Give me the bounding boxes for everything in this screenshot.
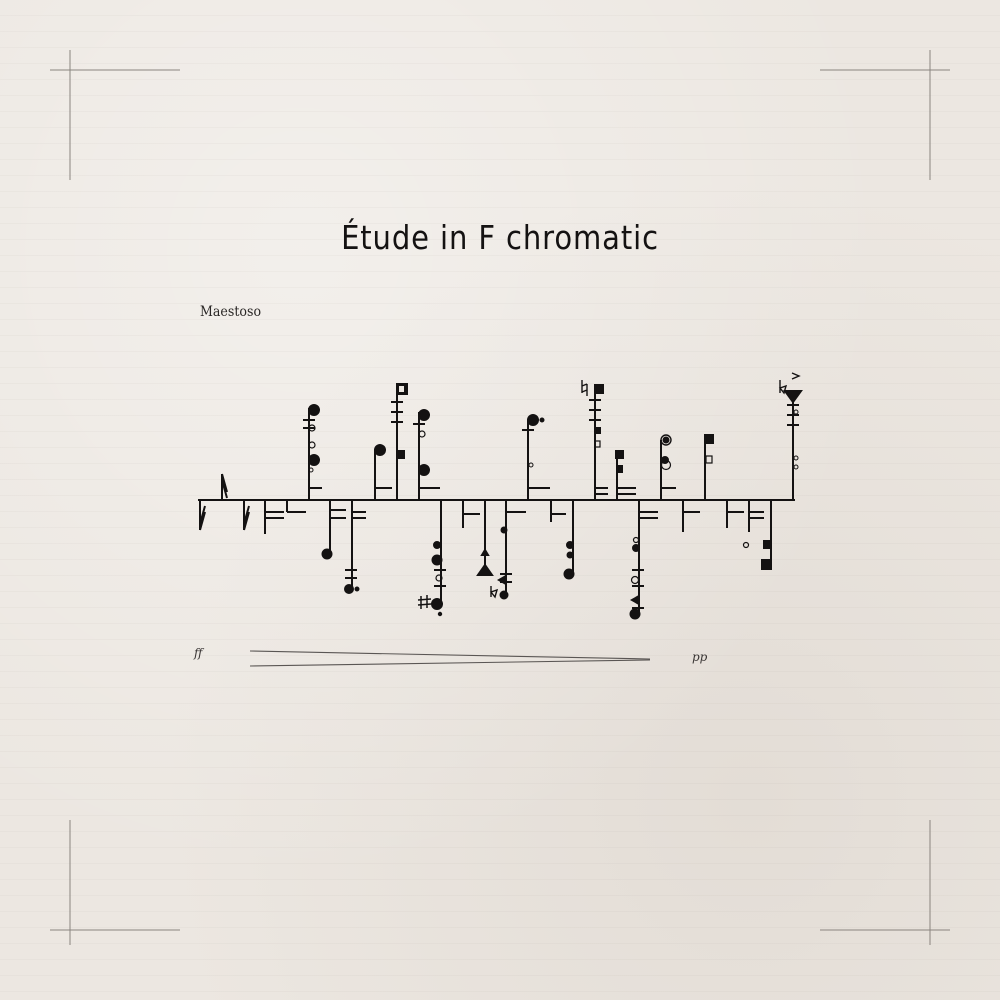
note-head-square — [761, 559, 772, 570]
note-head — [344, 584, 354, 594]
flag-mark — [221, 473, 228, 499]
note-head — [308, 454, 320, 466]
note-head — [431, 598, 443, 610]
flat-sign — [489, 586, 499, 599]
note-head-triangle — [629, 594, 640, 606]
note-head-square — [615, 450, 624, 459]
dot — [539, 417, 545, 423]
note-head — [566, 541, 574, 549]
note-head-triangle — [783, 390, 803, 404]
note-head-square-open — [705, 455, 713, 464]
note-head — [418, 409, 430, 421]
dot — [354, 586, 360, 592]
note-head — [500, 526, 508, 534]
note-head — [435, 574, 443, 582]
note-head — [308, 424, 316, 432]
note-head — [563, 568, 575, 580]
flat-sign — [778, 380, 788, 395]
note-head-square — [704, 434, 714, 444]
note-head — [742, 541, 750, 549]
dot — [437, 611, 443, 617]
tempo-marking: Maestoso — [200, 304, 262, 320]
note-head-square — [594, 427, 601, 434]
hairpin-lower-line — [249, 659, 651, 667]
note-head-square-open — [594, 440, 601, 448]
note-head — [433, 541, 441, 549]
note-head — [630, 575, 640, 585]
note-head — [632, 544, 640, 552]
notation-stems — [199, 372, 803, 620]
note-head — [662, 436, 670, 444]
note-head — [660, 434, 672, 446]
note-head — [632, 536, 640, 544]
note-head — [321, 548, 333, 560]
note-head-triangle — [496, 574, 507, 586]
natural-sign — [581, 380, 588, 396]
note-head — [374, 444, 386, 456]
dynamic-start-marking: ff — [194, 646, 203, 660]
note-head-triangle — [476, 563, 494, 576]
flag-mark — [199, 505, 206, 531]
note-head — [308, 404, 320, 416]
note-head-triangle — [480, 548, 490, 556]
note-head — [527, 414, 539, 426]
note-head — [660, 459, 672, 471]
hairpin-upper-line — [249, 650, 651, 660]
note-head — [431, 554, 443, 566]
note-head — [793, 464, 799, 470]
note-head — [793, 409, 799, 415]
note-head — [528, 462, 534, 468]
sharp-sign — [417, 595, 432, 609]
note-head — [793, 455, 799, 461]
note-head — [308, 467, 314, 473]
note-head — [418, 430, 426, 438]
flag-mark — [243, 505, 250, 531]
note-head-square — [616, 465, 623, 473]
note-head — [418, 464, 430, 476]
dynamic-end-marking: pp — [692, 650, 708, 664]
note-head — [629, 608, 641, 620]
note-head — [499, 590, 509, 600]
decrescendo-hairpin — [249, 650, 651, 667]
note-head-square — [594, 384, 604, 394]
note-head-square — [763, 540, 772, 549]
note-head-square — [396, 450, 405, 459]
crop-marks — [50, 50, 950, 945]
note-head — [308, 441, 316, 449]
note-head-square-open — [399, 386, 404, 392]
note-head — [566, 551, 574, 559]
accent-mark — [791, 372, 801, 380]
piece-title: Étude in F chromatic — [341, 218, 659, 257]
